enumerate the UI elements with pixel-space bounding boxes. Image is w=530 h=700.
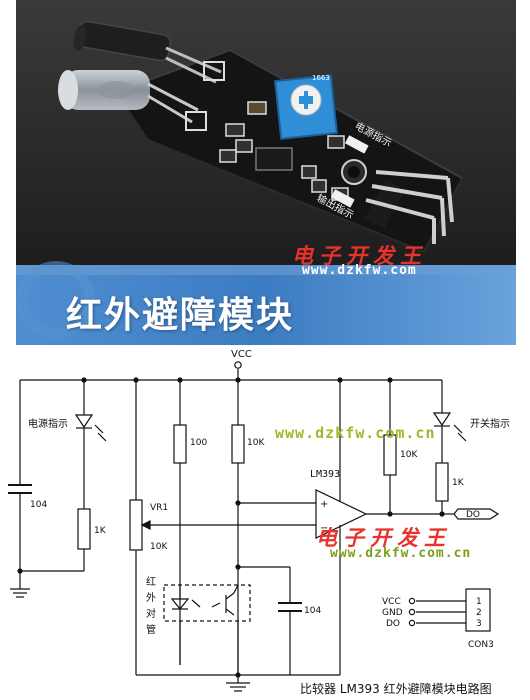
connector-num-3: 3 bbox=[476, 619, 482, 629]
schematic-watermark-brand: 电子开发王 bbox=[316, 525, 451, 550]
connector-pin-do: DO bbox=[386, 619, 400, 629]
vcc-label: VCC bbox=[231, 349, 252, 360]
connector-pin-gnd: GND bbox=[382, 608, 403, 618]
schematic-watermark-url-2: www.dzkfw.com.cn bbox=[330, 546, 472, 561]
watermark-url: www.dzkfw.com bbox=[302, 263, 417, 278]
output-do-label: DO bbox=[466, 510, 480, 520]
cap-104-right-label: 104 bbox=[304, 606, 321, 616]
comparator-plus: + bbox=[320, 499, 328, 510]
comparator-label: LM393 bbox=[310, 469, 340, 480]
circuit-schematic: VCC 电源指示 开关指示 100 10K 10K 1K 1K 104 104 … bbox=[8, 349, 510, 692]
module-photo: 1663 电源指示 输出指示 红外避障模块 电子开发王 www.dzkfw.co… bbox=[16, 0, 516, 345]
schematic-watermark-url: www.dzkfw.com.cn bbox=[275, 424, 436, 442]
vr1-value-label: 10K bbox=[150, 542, 168, 552]
schematic-caption: 比较器 LM393 红外避障模块电路图 bbox=[300, 682, 492, 696]
resistor-1k-left-label: 1K bbox=[94, 526, 107, 536]
resistor-100-label: 100 bbox=[190, 438, 207, 448]
ir-pair-char-4: 管 bbox=[146, 623, 156, 636]
connector-num-2: 2 bbox=[476, 608, 482, 618]
pot-code-label: 1663 bbox=[312, 74, 330, 82]
power-indicator-label: 电源指示 bbox=[28, 417, 68, 430]
connector-name: CON3 bbox=[468, 640, 494, 650]
connector-num-1: 1 bbox=[476, 597, 482, 607]
resistor-10k-right-label: 10K bbox=[400, 450, 418, 460]
connector-pin-vcc: VCC bbox=[382, 597, 401, 607]
comparator-minus: − bbox=[320, 523, 328, 534]
resistor-1k-right-label: 1K bbox=[452, 478, 465, 488]
module-photo-illustration: 1663 电源指示 输出指示 bbox=[16, 0, 516, 345]
banner-title: 红外避障模块 bbox=[66, 295, 295, 336]
cap-104-left-label: 104 bbox=[30, 500, 47, 510]
resistor-10k-left-label: 10K bbox=[247, 438, 265, 448]
vr1-label: VR1 bbox=[150, 503, 168, 513]
ir-pair-char-2: 外 bbox=[146, 592, 156, 604]
ir-pair-char-3: 对 bbox=[146, 607, 156, 620]
switch-indicator-label: 开关指示 bbox=[470, 417, 510, 430]
ir-pair-char-1: 红 bbox=[146, 575, 156, 588]
watermark-brand: 电子开发王 bbox=[292, 243, 427, 268]
